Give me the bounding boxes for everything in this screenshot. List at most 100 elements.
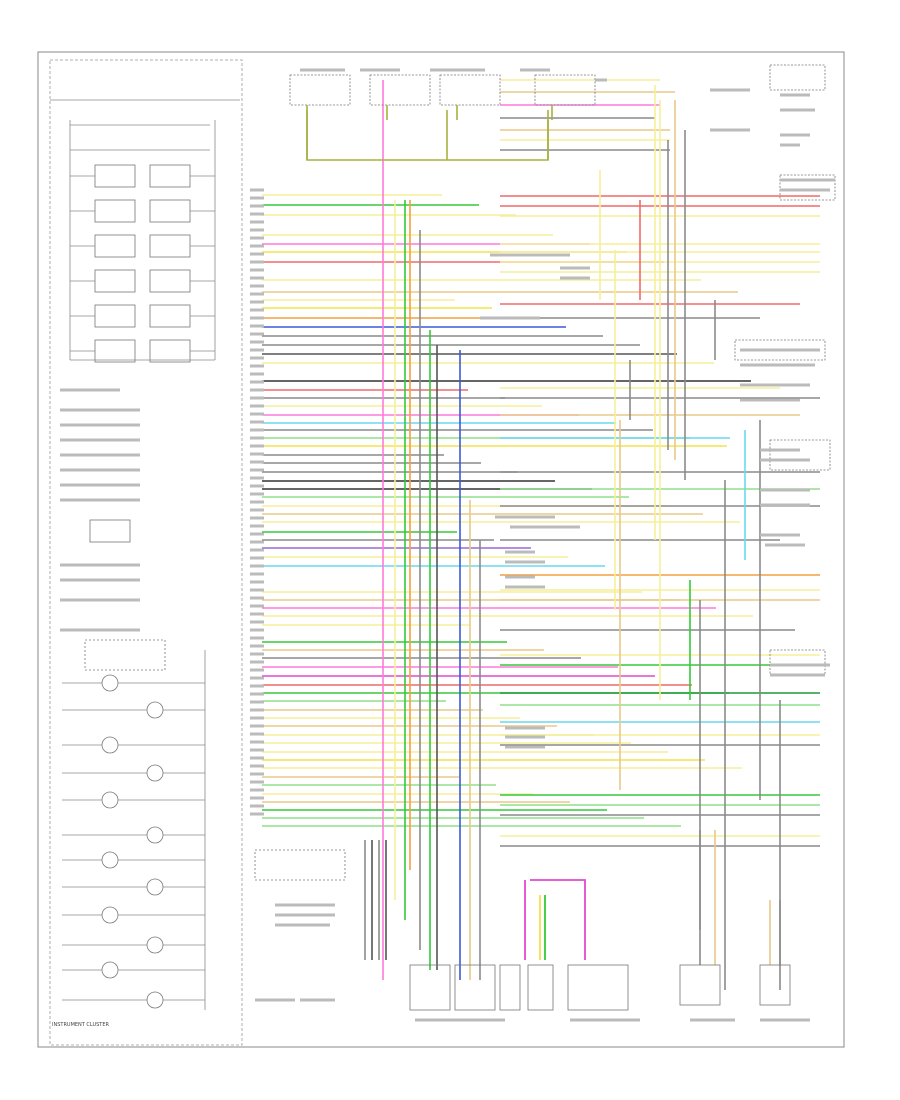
illegible-label-mark <box>250 756 264 760</box>
illegible-label-mark <box>490 253 570 257</box>
right-component-box <box>734 339 826 361</box>
sensor-component-box <box>679 964 721 1006</box>
illegible-label-mark <box>505 575 535 579</box>
illegible-label-mark <box>250 716 264 720</box>
illegible-label-mark <box>250 612 264 616</box>
illegible-label-mark <box>760 448 800 452</box>
fuse-box <box>439 74 501 106</box>
label-group <box>60 68 835 1022</box>
illegible-label-mark <box>780 93 810 97</box>
illegible-label-mark <box>780 178 835 182</box>
illegible-label-mark <box>760 533 800 537</box>
illegible-label-mark <box>595 78 607 82</box>
illegible-label-mark <box>250 796 264 800</box>
indicator-module-box <box>94 339 136 363</box>
illegible-label-mark <box>250 460 264 464</box>
illegible-label-mark <box>250 276 264 280</box>
illegible-label-mark <box>250 804 264 808</box>
illegible-label-mark <box>780 133 810 137</box>
bottom-component-box <box>499 964 521 1011</box>
illegible-label-mark <box>250 596 264 600</box>
illegible-label-mark <box>250 740 264 744</box>
illegible-label-mark <box>360 68 400 72</box>
sensor-component-box <box>567 964 629 1011</box>
illegible-label-mark <box>250 324 264 328</box>
indicator-lamp-symbol <box>146 878 164 896</box>
indicator-lamp-symbol <box>101 736 119 754</box>
right-component-box <box>769 649 826 676</box>
illegible-label-mark <box>60 498 140 502</box>
illegible-label-mark <box>250 188 264 192</box>
illegible-label-mark <box>520 68 550 72</box>
illegible-label-mark <box>480 316 540 320</box>
illegible-label-mark <box>250 556 264 560</box>
illegible-label-mark <box>250 268 264 272</box>
gauge-module-box <box>84 639 166 671</box>
wire-group <box>262 79 820 990</box>
illegible-label-mark <box>250 692 264 696</box>
illegible-label-mark <box>250 388 264 392</box>
indicator-lamp-symbol <box>101 906 119 924</box>
indicator-lamp-symbol <box>101 791 119 809</box>
illegible-label-mark <box>60 453 140 457</box>
illegible-label-mark <box>760 458 810 462</box>
illegible-label-mark <box>60 468 140 472</box>
illegible-label-mark <box>250 620 264 624</box>
illegible-label-mark <box>250 380 264 384</box>
indicator-module-box <box>149 164 191 188</box>
illegible-label-mark <box>250 260 264 264</box>
illegible-label-mark <box>250 308 264 312</box>
indicator-module-box <box>94 164 136 188</box>
illegible-label-mark <box>250 412 264 416</box>
illegible-label-mark <box>60 423 140 427</box>
illegible-label-mark <box>495 515 555 519</box>
illegible-label-mark <box>250 700 264 704</box>
indicator-module-box <box>149 199 191 223</box>
illegible-label-mark <box>60 563 140 567</box>
bottom-component-box <box>409 964 451 1011</box>
illegible-label-mark <box>250 428 264 432</box>
footer-label: INSTRUMENT CLUSTER <box>52 1022 109 1028</box>
illegible-label-mark <box>710 88 750 92</box>
illegible-label-mark <box>250 628 264 632</box>
illegible-label-mark <box>300 998 335 1002</box>
illegible-label-mark <box>60 408 140 412</box>
illegible-label-mark <box>250 500 264 504</box>
indicator-lamp-symbol <box>101 674 119 692</box>
illegible-label-mark <box>560 266 590 270</box>
illegible-label-mark <box>760 1018 810 1022</box>
indicator-module-box <box>94 304 136 328</box>
indicator-module-box <box>94 269 136 293</box>
illegible-label-mark <box>250 604 264 608</box>
illegible-label-mark <box>430 68 485 72</box>
fuse-box <box>534 74 596 106</box>
illegible-label-mark <box>250 484 264 488</box>
harness-wire <box>530 879 586 960</box>
illegible-label-mark <box>250 548 264 552</box>
illegible-label-mark <box>250 580 264 584</box>
illegible-label-mark <box>60 438 140 442</box>
illegible-label-mark <box>250 788 264 792</box>
illegible-label-mark <box>250 436 264 440</box>
illegible-label-mark <box>250 764 264 768</box>
indicator-module-box <box>149 304 191 328</box>
illegible-label-mark <box>770 663 830 667</box>
illegible-label-mark <box>710 128 750 132</box>
bottom-component-box <box>454 964 496 1011</box>
fuse-bus-wire <box>306 120 549 161</box>
indicator-module-box <box>149 269 191 293</box>
illegible-label-mark <box>250 444 264 448</box>
indicator-lamp-symbol <box>146 764 164 782</box>
illegible-label-mark <box>250 404 264 408</box>
illegible-label-mark <box>505 745 545 749</box>
illegible-label-mark <box>250 516 264 520</box>
illegible-label-mark <box>250 212 264 216</box>
illegible-label-mark <box>250 708 264 712</box>
bottom-component-box <box>527 964 554 1011</box>
illegible-label-mark <box>250 292 264 296</box>
indicator-lamp-symbol <box>146 826 164 844</box>
illegible-label-mark <box>740 398 800 402</box>
illegible-label-mark <box>250 524 264 528</box>
illegible-label-mark <box>275 903 335 907</box>
diagram-frame <box>37 51 845 1048</box>
